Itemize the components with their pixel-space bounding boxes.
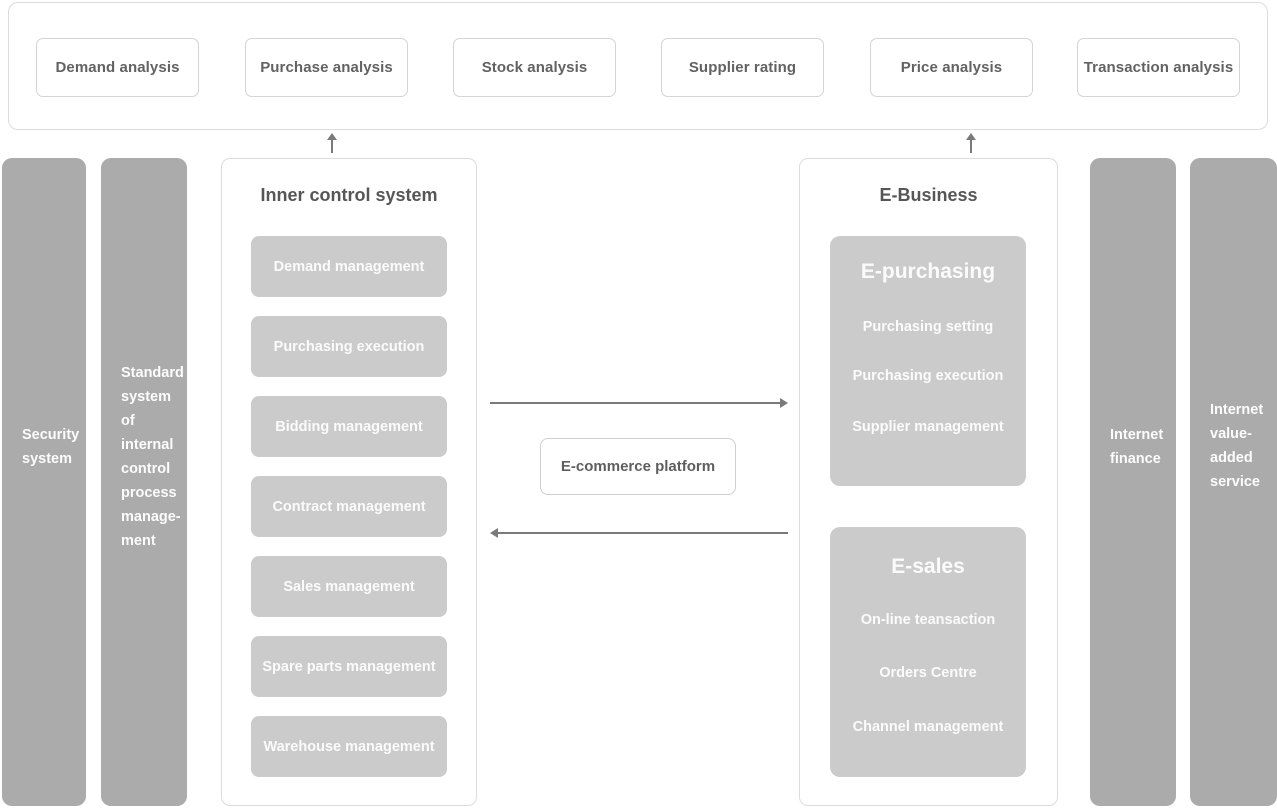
item-purchasing-execution: Purchasing execution bbox=[251, 316, 447, 377]
inner-control-title: Inner control system bbox=[260, 185, 438, 205]
label-line: system bbox=[22, 451, 72, 467]
label-line: service bbox=[1210, 474, 1260, 490]
up-arrow-icon bbox=[966, 133, 976, 153]
sidebar-label: Security system bbox=[22, 423, 80, 471]
item-purchasing-setting: Purchasing setting bbox=[862, 319, 994, 335]
label-line: process bbox=[121, 485, 177, 501]
label-line: ment bbox=[121, 533, 156, 549]
box-transaction-analysis: Transaction analysis bbox=[1077, 38, 1240, 97]
epurchasing-block: E-purchasing Purchasing setting Purchasi… bbox=[830, 236, 1026, 486]
item-channel-management: Channel management bbox=[852, 719, 1004, 735]
ebusiness-panel: E-Business E-purchasing Purchasing setti… bbox=[799, 158, 1058, 806]
box-stock-analysis: Stock analysis bbox=[453, 38, 616, 97]
label-line: Internet bbox=[1210, 402, 1264, 418]
sidebar-security-system: Security system bbox=[2, 158, 86, 806]
sidebar-standard-system: Standard system of internal control proc… bbox=[101, 158, 187, 806]
item-spare-parts-management: Spare parts management bbox=[251, 636, 447, 697]
analysis-panel: Demand analysis Purchase analysis Stock … bbox=[8, 2, 1268, 130]
sidebar-internet-value-added-service: Internet value- added service bbox=[1190, 158, 1277, 806]
item-supplier-management: Supplier management bbox=[852, 419, 1004, 435]
esales-title: E-sales bbox=[891, 555, 965, 578]
box-purchase-analysis: Purchase analysis bbox=[245, 38, 408, 97]
label-line: internal bbox=[121, 437, 174, 453]
sidebar-label: Internet value- added service bbox=[1210, 398, 1271, 494]
item-sales-management: Sales management bbox=[251, 556, 447, 617]
ecommerce-platform-box: E-commerce platform bbox=[540, 438, 736, 495]
inner-control-panel: Inner control system Demand management P… bbox=[221, 158, 477, 806]
label-line: value- bbox=[1210, 426, 1252, 442]
item-purchasing-execution: Purchasing execution bbox=[852, 368, 1004, 384]
right-arrow-icon bbox=[490, 398, 788, 408]
label-line: manage- bbox=[121, 509, 181, 525]
box-supplier-rating: Supplier rating bbox=[661, 38, 824, 97]
label-line: added bbox=[1210, 450, 1253, 466]
label-line: finance bbox=[1110, 451, 1161, 467]
epurchasing-title: E-purchasing bbox=[860, 260, 996, 283]
item-demand-management: Demand management bbox=[251, 236, 447, 297]
sidebar-internet-finance: Internet finance bbox=[1090, 158, 1176, 806]
item-warehouse-management: Warehouse management bbox=[251, 716, 447, 777]
box-demand-analysis: Demand analysis bbox=[36, 38, 199, 97]
left-arrow-icon bbox=[490, 528, 788, 538]
sidebar-label: Internet finance bbox=[1110, 423, 1170, 471]
label-line: Internet bbox=[1110, 427, 1164, 443]
label-line: Security bbox=[22, 427, 80, 443]
up-arrow-icon bbox=[327, 133, 337, 153]
ebusiness-title: E-Business bbox=[879, 185, 978, 205]
label-line: control bbox=[121, 461, 171, 477]
sidebar-label: Standard system of internal control proc… bbox=[121, 361, 184, 553]
esales-block: E-sales On-line teansaction Orders Centr… bbox=[830, 527, 1026, 777]
box-price-analysis: Price analysis bbox=[870, 38, 1033, 97]
label-line: Standard bbox=[121, 365, 184, 381]
item-bidding-management: Bidding management bbox=[251, 396, 447, 457]
item-online-transaction: On-line teansaction bbox=[860, 612, 996, 628]
label-line: system of bbox=[121, 389, 171, 429]
item-contract-management: Contract management bbox=[251, 476, 447, 537]
item-orders-centre: Orders Centre bbox=[879, 665, 977, 681]
